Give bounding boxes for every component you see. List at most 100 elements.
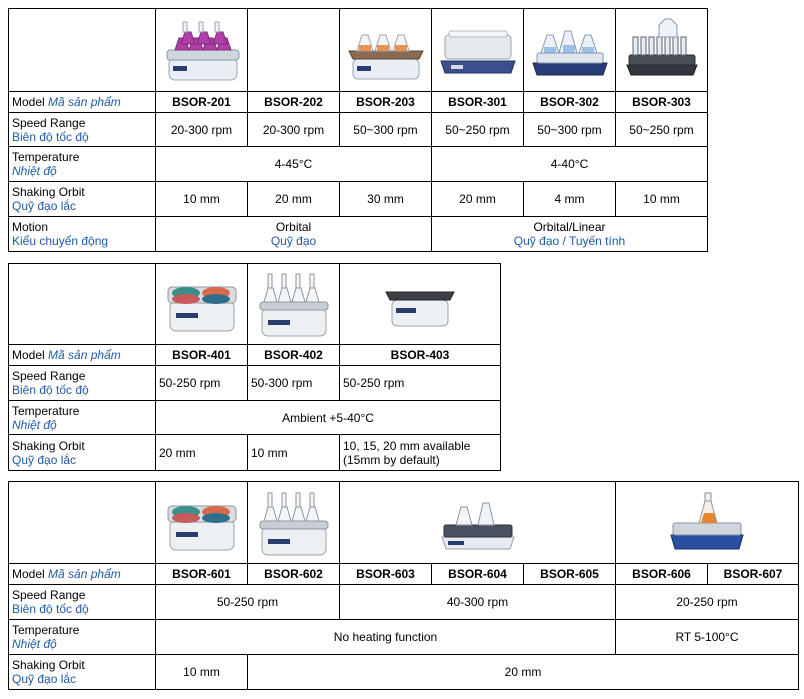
product-image-cell bbox=[247, 263, 340, 345]
model-cell: BSOR-607 bbox=[707, 563, 799, 585]
product-image-cell bbox=[155, 8, 248, 92]
model-cell: BSOR-403 bbox=[339, 344, 501, 366]
empty-header-cell bbox=[8, 481, 156, 564]
model-row: Model Mã sản phẩm BSOR-401 BSOR-402 BSOR… bbox=[8, 344, 501, 366]
temperature-cell: 4-40°C bbox=[431, 146, 708, 182]
orbit-cell: 20 mm bbox=[247, 181, 340, 217]
heated-shaker-with-orange-flask-image bbox=[670, 492, 744, 549]
speed-cell: 50~250 rpm bbox=[615, 112, 708, 147]
shaker-with-clear-flasks-image bbox=[532, 30, 608, 76]
model-cell: BSOR-302 bbox=[523, 91, 616, 113]
spec-table-bsor-600: Model Mã sản phẩm BSOR-601 BSOR-602 BSOR… bbox=[8, 481, 799, 690]
speed-cell: 40-300 rpm bbox=[339, 584, 616, 620]
product-image-cell bbox=[247, 481, 340, 564]
speed-cell: 20-300 rpm bbox=[155, 112, 248, 147]
speed-cell: 50-250 rpm bbox=[155, 365, 248, 401]
orbit-cell: 20 mm bbox=[431, 181, 524, 217]
product-image-cell bbox=[339, 481, 616, 564]
speed-cell: 20-300 rpm bbox=[247, 112, 340, 147]
shaker-with-flask-rack-image bbox=[259, 273, 328, 337]
temperature-cell: RT 5-100°C bbox=[615, 619, 799, 655]
empty-image-cell bbox=[247, 8, 340, 92]
shaker-with-orange-flasks-image bbox=[348, 34, 424, 80]
orbit-cell: 10 mm bbox=[615, 181, 708, 217]
shaker-with-flasks-blue-base-image bbox=[440, 502, 515, 549]
temperature-cell: No heating function bbox=[155, 619, 616, 655]
shaker-with-dishes-image bbox=[167, 286, 236, 332]
model-cell: BSOR-605 bbox=[523, 563, 616, 585]
empty-header-cell bbox=[8, 8, 156, 92]
orbit-cell: 10 mm bbox=[247, 434, 340, 471]
product-image-cell bbox=[615, 481, 799, 564]
product-image-cell bbox=[339, 8, 432, 92]
speed-cell: 20-250 rpm bbox=[615, 584, 799, 620]
flat-platform-shaker-image bbox=[385, 291, 455, 327]
spec-table-bsor-200-300: Model Mã sản phẩm BSOR-201 BSOR-202 BSOR… bbox=[8, 8, 708, 252]
product-image-cell bbox=[339, 263, 501, 345]
image-row bbox=[8, 8, 708, 92]
model-cell: BSOR-601 bbox=[155, 563, 248, 585]
orbit-cell: 20 mm bbox=[247, 654, 799, 690]
model-cell: BSOR-402 bbox=[247, 344, 340, 366]
temperature-cell: 4-45°C bbox=[155, 146, 432, 182]
orbit-cell: 20 mm bbox=[155, 434, 248, 471]
shaker-with-dishes-image bbox=[167, 505, 236, 550]
product-image-cell bbox=[155, 263, 248, 345]
spec-table-bsor-400: Model Mã sản phẩm BSOR-401 BSOR-402 BSOR… bbox=[8, 263, 501, 471]
orbit-cell: 4 mm bbox=[523, 181, 616, 217]
model-cell: BSOR-603 bbox=[339, 563, 432, 585]
model-cell: BSOR-604 bbox=[431, 563, 524, 585]
orbit-cell: 10 mm bbox=[155, 181, 248, 217]
orbit-cell: 30 mm bbox=[339, 181, 432, 217]
model-label: Model Mã sản phẩm bbox=[8, 563, 156, 585]
speed-cell: 50~300 rpm bbox=[523, 112, 616, 147]
model-label: Model Mã sản phẩm bbox=[8, 91, 156, 113]
model-cell: BSOR-602 bbox=[247, 563, 340, 585]
model-cell: BSOR-401 bbox=[155, 344, 248, 366]
product-image-cell bbox=[615, 8, 708, 92]
model-row: Model Mã sản phẩm BSOR-201 BSOR-202 BSOR… bbox=[8, 91, 708, 113]
temperature-cell: Ambient +5-40°C bbox=[155, 400, 501, 435]
model-row: Model Mã sản phẩm BSOR-601 BSOR-602 BSOR… bbox=[8, 563, 799, 585]
product-image-cell bbox=[523, 8, 616, 92]
image-row bbox=[8, 263, 501, 345]
speed-cell: 50-250 rpm bbox=[155, 584, 340, 620]
model-cell: BSOR-303 bbox=[615, 91, 708, 113]
shaker-with-flask-rack-image bbox=[259, 492, 328, 555]
speed-cell: 50~300 rpm bbox=[339, 112, 432, 147]
platform-shaker-image bbox=[440, 30, 516, 74]
speed-cell: 50~250 rpm bbox=[431, 112, 524, 147]
product-image-cell bbox=[155, 481, 248, 564]
orbit-cell: 10, 15, 20 mm available(15mm by default) bbox=[339, 434, 501, 471]
empty-header-cell bbox=[8, 263, 156, 345]
model-cell: BSOR-202 bbox=[247, 91, 340, 113]
model-cell: BSOR-301 bbox=[431, 91, 524, 113]
model-label: Model Mã sản phẩm bbox=[8, 344, 156, 366]
shaker-with-purple-flasks-image bbox=[166, 21, 240, 81]
tube-rack-shaker-image bbox=[626, 18, 698, 76]
model-cell: BSOR-201 bbox=[155, 91, 248, 113]
product-image-cell bbox=[431, 8, 524, 92]
speed-cell: 50-300 rpm bbox=[247, 365, 340, 401]
